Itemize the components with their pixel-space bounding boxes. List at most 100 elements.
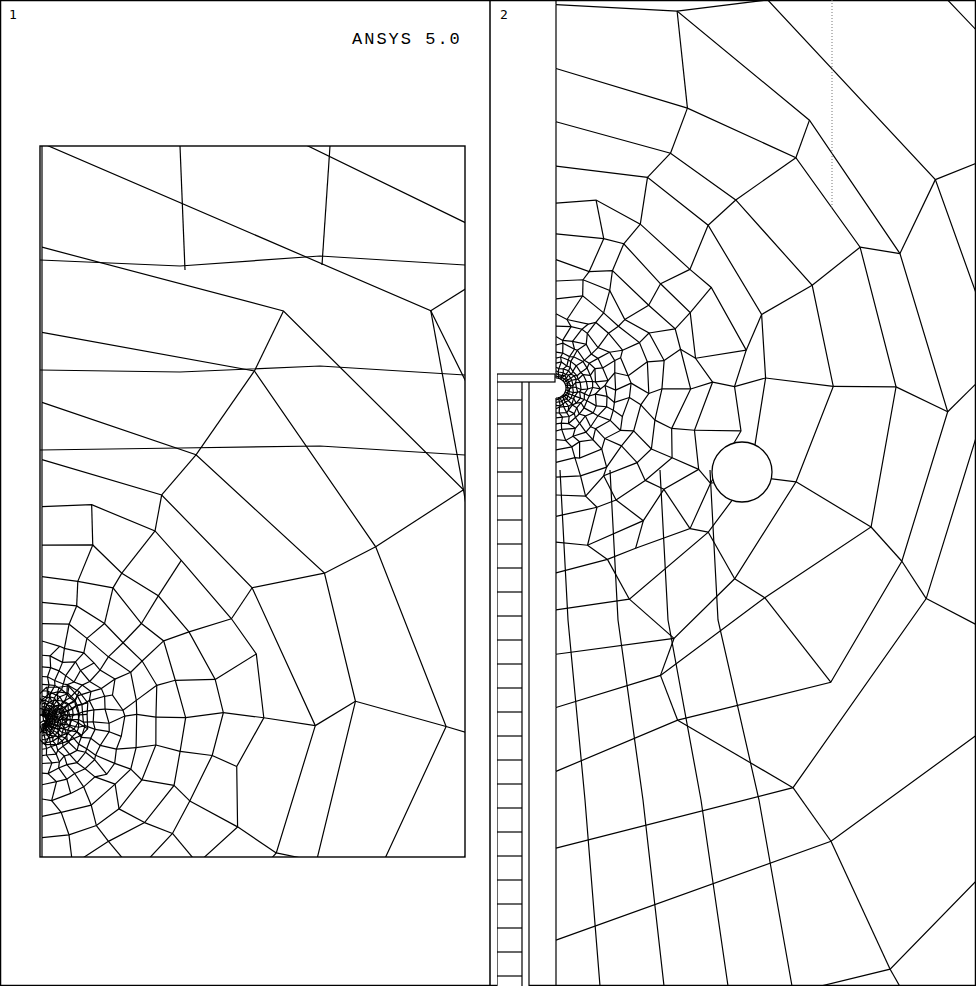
mesh-line [556,234,713,545]
mesh-line [65,693,68,701]
mesh-line [41,332,42,402]
mesh-line [696,350,747,358]
mesh-line [555,5,556,69]
mesh-line [49,697,50,702]
mesh-line [587,322,596,333]
mesh-line [568,416,570,423]
mesh-line [568,410,574,413]
mesh-line [44,716,46,718]
mesh-line [212,755,237,766]
mesh-line [567,360,568,366]
mesh-line [81,737,90,739]
mesh-line [595,381,608,382]
mesh-line [566,441,572,447]
mesh-line [131,769,142,780]
mesh-line [77,703,88,705]
mesh-line [567,399,568,401]
mesh-line [85,769,95,777]
mesh-line [60,717,62,719]
mesh-line [555,69,556,122]
mesh-line [555,0,556,5]
mesh-line [555,462,556,477]
mesh-line [59,768,67,779]
mesh-line [55,718,56,721]
mesh-line [105,588,113,624]
mesh-line [593,381,596,382]
mesh-line [583,374,590,376]
mesh-line [555,398,556,400]
mesh-line [661,269,690,283]
mesh-line [69,726,74,729]
mesh-line [593,440,602,449]
mesh-line [145,823,173,834]
mesh-line [96,755,115,763]
mesh-line [640,177,647,224]
mesh-line [588,507,597,545]
mesh-line [497,975,522,976]
mesh-line [42,602,157,837]
mesh-line [593,413,598,416]
mesh-line [78,545,93,581]
mesh-line [41,763,42,773]
mesh-line [566,379,568,381]
mesh-line [497,879,522,880]
mesh-line [75,773,84,786]
mesh-line [621,446,637,463]
mesh-line [41,641,42,655]
mesh-line [586,381,592,382]
mesh-line [50,709,53,711]
mesh-line [587,401,596,406]
mesh-line [41,799,42,816]
mesh-line [446,727,465,745]
mesh-line [41,736,42,740]
mesh-line [497,639,522,640]
mesh-line [41,146,42,247]
mesh-line [497,567,522,568]
mesh-line [576,387,581,389]
mesh-line [162,455,196,495]
mesh-line [560,357,562,362]
mesh-line [42,577,186,857]
mesh-line [40,692,79,737]
mesh-line [556,378,566,398]
mesh-line [625,305,649,319]
mesh-line [136,685,156,700]
hole [712,442,772,502]
mesh-line [598,416,610,421]
mesh-line [558,372,560,375]
mesh-line [61,701,64,705]
mesh-line [87,624,105,639]
plate-strip [497,374,555,382]
window-number: 1 [9,8,17,21]
mesh-line [710,470,792,986]
mesh-line [180,751,212,755]
mesh-line [497,399,522,400]
mesh-line [660,470,728,986]
mesh-line [49,717,53,719]
mesh-line [68,733,72,736]
mesh-line [584,408,593,413]
mesh-line [556,326,616,450]
mesh-line [563,327,571,341]
mesh-line [574,414,575,418]
mesh-line [52,782,57,801]
mesh-line [43,720,48,721]
mesh-line [567,385,571,386]
mesh-line [42,655,109,784]
mesh-line [54,711,56,713]
mesh-line [647,153,670,177]
mesh-line [43,723,44,725]
mesh-line [556,0,976,848]
mesh-line [555,367,556,370]
mesh-line [48,668,51,677]
mesh-line [902,561,926,598]
mesh-line [607,407,614,410]
mesh-line [66,734,68,742]
mesh-line [497,783,522,784]
mesh-line [580,423,586,432]
mesh-line [42,703,59,736]
mesh-line [44,716,46,718]
mesh-line [557,398,559,399]
mesh-line [555,424,556,431]
mesh-line [51,747,56,755]
